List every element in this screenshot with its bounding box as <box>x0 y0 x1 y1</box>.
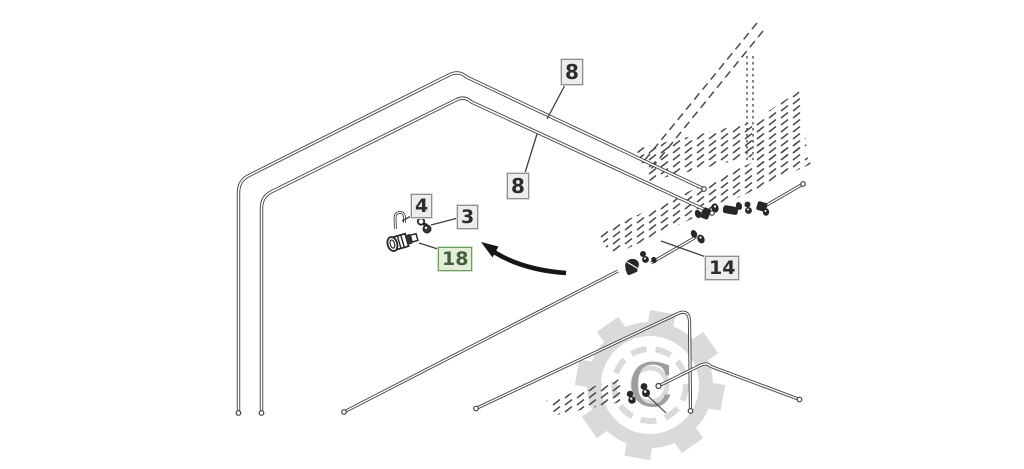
fittings-right-cluster <box>694 201 770 220</box>
watermark-gear-logo: C <box>574 309 726 461</box>
callout-4[interactable]: 4 <box>411 194 433 218</box>
callout-3[interactable]: 3 <box>457 205 479 229</box>
part-4-hose-clip <box>393 211 406 230</box>
leader-8-left <box>523 133 538 177</box>
watermark-letter: C <box>628 351 674 421</box>
fittings-bottom-clamps <box>626 383 667 414</box>
part-3-elbow-fitting <box>416 217 432 234</box>
tube-open-ends <box>235 181 806 416</box>
phantom-hatch-bands <box>546 91 811 415</box>
leader-3 <box>430 217 459 226</box>
callout-8-left[interactable]: 8 <box>507 173 529 199</box>
fittings-14-cluster <box>625 230 705 275</box>
callout-14[interactable]: 14 <box>705 256 740 280</box>
tubes <box>236 71 804 414</box>
leader-18 <box>418 242 442 251</box>
leader-8-top <box>546 84 566 120</box>
callout-8-top[interactable]: 8 <box>561 59 583 85</box>
direction-arrow <box>481 242 567 276</box>
part-18-coupler <box>386 232 419 252</box>
callout-18[interactable]: 18 <box>438 247 473 271</box>
leader-14 <box>660 240 707 258</box>
